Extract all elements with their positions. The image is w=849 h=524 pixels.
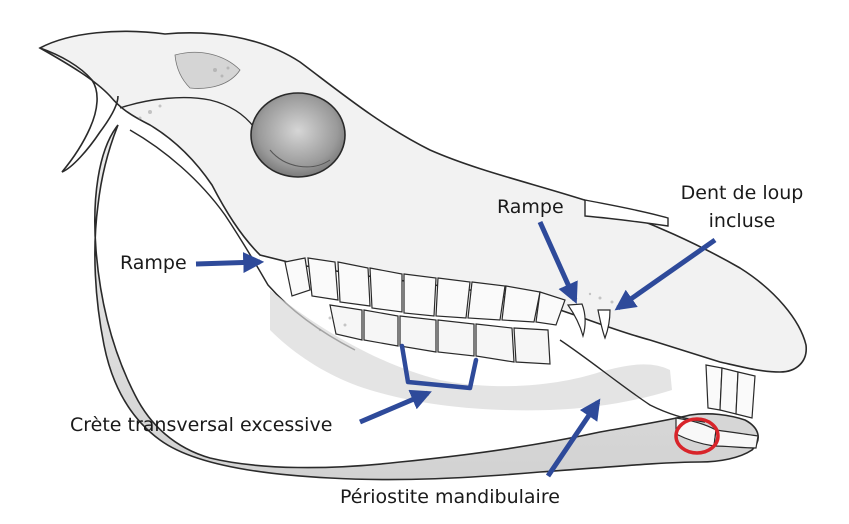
- arrow-crete: [359, 389, 432, 425]
- mandible-bar: [559, 339, 706, 423]
- label-dent-de-loup-line1: Dent de loup: [680, 182, 804, 204]
- upper-canine: [566, 303, 586, 339]
- crest-bracket: [399, 343, 479, 391]
- label-periostite: Périostite mandibulaire: [340, 486, 560, 508]
- arrow-dent-de-loup: [614, 237, 717, 311]
- lower-cheek-teeth: [329, 304, 551, 365]
- arrow-rampe-left: [195, 252, 265, 274]
- cranium-outline: [38, 30, 807, 373]
- occipital-crest: [39, 47, 119, 173]
- arrow-periostite: [545, 398, 601, 478]
- wolf-tooth: [597, 309, 611, 340]
- mandible-outline: [94, 124, 759, 481]
- arrow-rampe-right: [537, 220, 578, 304]
- upper-incisors: [705, 364, 756, 419]
- label-crete-transversal: Crète transversal excessive: [70, 414, 333, 436]
- facial-crest: [584, 199, 669, 227]
- stipple-shading: [138, 66, 614, 332]
- label-rampe-left: Rampe: [120, 252, 187, 274]
- label-dent-de-loup-line2: incluse: [708, 210, 776, 232]
- upper-cheek-teeth: [284, 257, 566, 326]
- zygomatic-arch: [119, 96, 263, 141]
- label-rampe-right: Rampe: [497, 196, 564, 218]
- orbit: [250, 92, 346, 178]
- problem-circle: [674, 417, 720, 455]
